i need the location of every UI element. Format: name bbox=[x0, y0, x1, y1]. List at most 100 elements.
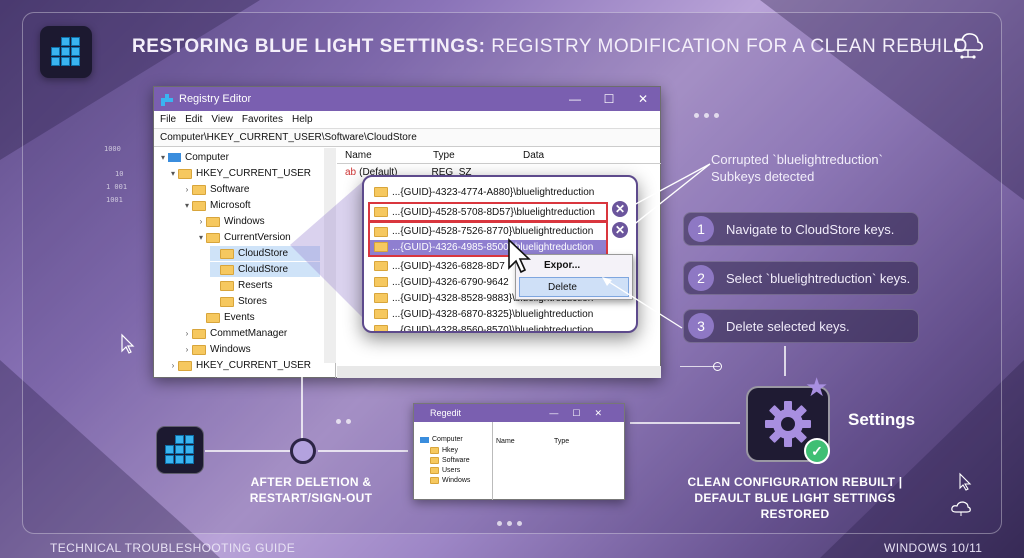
step-1: 1 Navigate to CloudStore keys. bbox=[683, 212, 919, 246]
string-value-icon: ab bbox=[345, 167, 357, 178]
window-titlebar[interactable]: Registry Editor — ☐ ✕ bbox=[154, 87, 660, 111]
result-label: CLEAN CONFIGURATION REBUILT | DEFAULT BL… bbox=[687, 475, 903, 521]
zoom-row[interactable]: ...{GUID}-4328-8560-8570}\bluelightreduc… bbox=[374, 322, 593, 331]
column-type[interactable]: Type bbox=[433, 150, 455, 161]
menu-delete[interactable]: Delete bbox=[519, 277, 629, 297]
side-number: 10 bbox=[115, 170, 124, 178]
footer-left: TECHNICAL TROUBLESHOOTING GUIDE bbox=[50, 541, 296, 555]
maximize-button[interactable]: ☐ bbox=[603, 92, 615, 106]
zoom-row[interactable]: ...{GUID}-4323-4774-A880}\bluelightreduc… bbox=[374, 184, 594, 200]
zoom-row[interactable]: ...{GUID}-4326-6828-8D7 bbox=[374, 258, 505, 274]
tree-item[interactable]: ▾CurrentVersion bbox=[198, 232, 291, 243]
flow-node bbox=[290, 438, 316, 464]
column-name[interactable]: Name bbox=[496, 438, 515, 445]
connector-line bbox=[784, 346, 786, 376]
folder-icon bbox=[430, 467, 439, 474]
values-list[interactable]: Name Type Data ab (Default) REG_SZ bbox=[337, 148, 661, 378]
folder-icon bbox=[374, 293, 388, 303]
step-label: Delete selected keys. bbox=[726, 318, 850, 334]
tree-item[interactable]: ›Software bbox=[185, 184, 250, 195]
tree-item-cloudstore[interactable]: CloudStore bbox=[210, 246, 320, 261]
column-data[interactable]: Data bbox=[523, 150, 545, 161]
folder-icon bbox=[178, 360, 192, 371]
address-bar[interactable]: Computer\HKEY_CURRENT_USER\Software\Clou… bbox=[154, 129, 660, 147]
tree-item-cloudstore[interactable]: CloudStore bbox=[210, 262, 320, 277]
title-bold: RESTORING BLUE LIGHT SETTINGS: bbox=[132, 36, 486, 57]
connector-line bbox=[630, 422, 740, 424]
close-button[interactable]: ✕ bbox=[637, 92, 649, 106]
connector-line bbox=[301, 375, 303, 439]
list-scrollbar[interactable] bbox=[337, 366, 661, 378]
menu-file[interactable]: File bbox=[160, 114, 177, 125]
menu-bar: File Edit View Favorites Help bbox=[154, 111, 660, 129]
step-2: 2 Select `bluelightreduction` keys. bbox=[683, 261, 919, 295]
step-label: Navigate to CloudStore keys. bbox=[726, 221, 895, 237]
folder-icon bbox=[374, 309, 388, 319]
registry-cube-icon bbox=[161, 93, 173, 106]
zoom-row[interactable]: ...{GUID}-4328-6870-8325}\bluelightreduc… bbox=[374, 306, 593, 322]
folder-icon bbox=[192, 200, 206, 211]
zoom-row[interactable]: ...{GUID}-4326-6790-9642 bbox=[374, 274, 509, 290]
regedit-window-small[interactable]: Regedit —☐✕ Name Type Computer Hkey Soft… bbox=[413, 403, 625, 500]
window-titlebar[interactable]: Regedit —☐✕ bbox=[414, 404, 624, 422]
pagination-dots[interactable] bbox=[497, 513, 527, 531]
column-type[interactable]: Type bbox=[554, 438, 570, 445]
zoom-row-flagged[interactable]: ...{GUID}-4528-7526-8770}\bluelightreduc… bbox=[368, 221, 608, 257]
zoom-row-selected[interactable]: ...{GUID}-4326-4985-8500}\bluelightreduc… bbox=[370, 239, 606, 255]
close-icon: ✕ bbox=[610, 199, 630, 219]
window-controls[interactable]: —☐✕ bbox=[549, 407, 616, 418]
registry-cube-icon bbox=[156, 426, 204, 474]
tree-item[interactable]: ›Windows bbox=[185, 344, 251, 355]
folder-icon bbox=[206, 312, 220, 323]
tree-item[interactable]: ›CommetManager bbox=[185, 328, 288, 339]
folder-icon bbox=[206, 232, 220, 243]
tree-item[interactable]: ›Windows bbox=[199, 216, 265, 227]
menu-export[interactable]: Expor... bbox=[544, 259, 581, 271]
cloud-network-icon bbox=[954, 33, 983, 59]
tree-item[interactable]: Users bbox=[430, 467, 460, 474]
zoom-panel: ...{GUID}-4323-4774-A880}\bluelightreduc… bbox=[362, 175, 638, 333]
cursor-icon bbox=[959, 472, 972, 491]
title-rest: REGISTRY MODIFICATION FOR A CLEAN REBUIL… bbox=[491, 36, 968, 57]
tree-item[interactable]: ▾HKEY_CURRENT_USER bbox=[170, 168, 312, 179]
folder-icon bbox=[374, 226, 388, 237]
menu-edit[interactable]: Edit bbox=[185, 114, 203, 125]
tree-item[interactable]: Reserts bbox=[210, 278, 272, 293]
checkmark-icon: ✓ bbox=[804, 438, 830, 464]
after-deletion-label: AFTER DELETION & RESTART/SIGN-OUT bbox=[249, 475, 373, 505]
step-number: 2 bbox=[688, 265, 714, 291]
registry-cube-icon bbox=[40, 26, 92, 78]
folder-icon bbox=[430, 457, 439, 464]
zoom-connector bbox=[290, 177, 368, 323]
folder-icon bbox=[430, 477, 439, 484]
folder-icon bbox=[430, 447, 439, 454]
folder-icon bbox=[374, 242, 388, 253]
list-row[interactable]: ab (Default) REG_SZ bbox=[345, 167, 472, 178]
tree-item[interactable]: Software bbox=[430, 457, 470, 464]
tree-item[interactable]: ▾Computer bbox=[160, 152, 229, 163]
tree-scrollbar[interactable] bbox=[324, 148, 336, 363]
tree-item[interactable]: ›HKEY_CURRENT_USER bbox=[171, 360, 312, 371]
minimize-button[interactable]: — bbox=[569, 92, 581, 106]
menu-help[interactable]: Help bbox=[291, 114, 313, 125]
folder-icon bbox=[374, 325, 388, 331]
settings-label: Settings bbox=[848, 410, 916, 429]
column-name[interactable]: Name bbox=[345, 150, 372, 161]
tree-item[interactable]: Events bbox=[196, 310, 255, 325]
folder-icon bbox=[206, 216, 220, 227]
connector-line bbox=[318, 450, 408, 452]
folder-icon bbox=[374, 187, 388, 197]
zoom-row[interactable]: ...{GUID}-4328-8528-9883}\bluelightreduc… bbox=[374, 290, 593, 306]
tree-item[interactable]: Stores bbox=[210, 294, 267, 309]
side-number: 1000 bbox=[104, 145, 121, 153]
cursor-icon bbox=[121, 333, 135, 354]
tree-item[interactable]: Windows bbox=[430, 477, 470, 484]
menu-view[interactable]: View bbox=[211, 114, 233, 125]
callout-arrows bbox=[631, 163, 711, 227]
tree-item[interactable]: Computer bbox=[420, 436, 463, 443]
menu-favorites[interactable]: Favorites bbox=[241, 114, 283, 125]
tree-item[interactable]: Hkey bbox=[430, 447, 458, 454]
tree-item[interactable]: ▾Microsoft bbox=[184, 200, 251, 211]
zoom-row-flagged[interactable]: ...{GUID}-4528-5708-8D57}\bluelightreduc… bbox=[368, 202, 608, 222]
cloud-network-icon bbox=[951, 501, 971, 516]
